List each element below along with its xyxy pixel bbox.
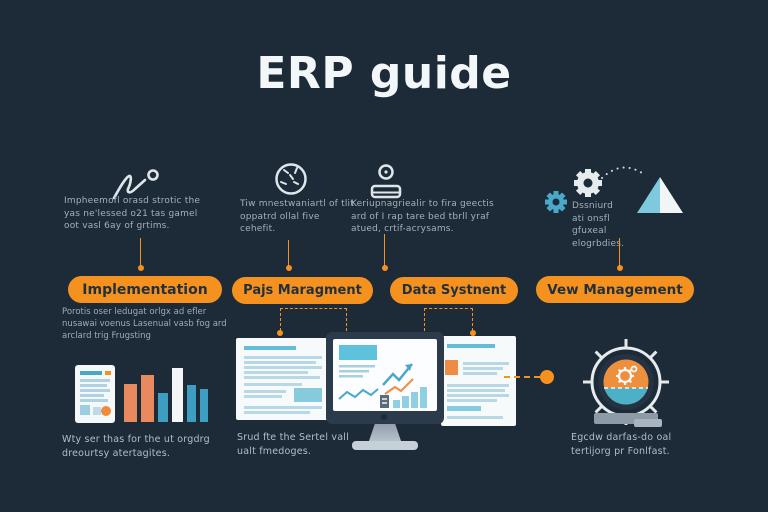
dashed-connector-line	[504, 376, 540, 378]
monitor-icon	[326, 332, 444, 424]
bar	[172, 368, 183, 422]
page-title: ERP guide	[256, 48, 512, 99]
dashboard-graphics	[338, 345, 427, 408]
gauge-base	[594, 413, 658, 424]
gauge-base-tab	[634, 419, 662, 427]
connector-line-3	[384, 234, 385, 266]
bracket-dot-2	[470, 330, 476, 336]
dashboard-screen	[333, 339, 437, 411]
step-description-3: Keriupnagriealir to fira geectis ard of …	[351, 199, 494, 235]
step-description-2: Tiw mnestwaniartl of tlit oppatrd ollal …	[240, 199, 354, 235]
document-panel-left	[236, 338, 332, 420]
connector-line-2	[288, 240, 289, 266]
bar	[124, 384, 137, 422]
gears-pyramid-icon	[545, 166, 683, 213]
left-caption: Wty ser thas for the ut orgdrg dreourtsy…	[62, 434, 210, 460]
stage-detail-text: Porotis oser ledugat orlgx ad efler nusa…	[62, 307, 227, 341]
connector-line-1	[140, 238, 141, 266]
step-description-1: Impheemofl orasd strotic the yas ne'less…	[64, 196, 201, 232]
connector-dot-3	[382, 265, 388, 271]
monitor-stand-neck	[369, 424, 401, 441]
bracket-dot-1	[277, 330, 283, 336]
monitor-stand-base	[352, 441, 418, 450]
stage-pill-vew-management: Vew Management	[536, 276, 694, 303]
dashed-bracket-2	[424, 308, 473, 331]
bar	[200, 389, 208, 422]
document-icon	[75, 365, 115, 423]
orange-dot-icon	[101, 406, 111, 416]
dashed-bracket-1	[280, 308, 347, 331]
orange-connector-dot	[540, 370, 554, 384]
bar	[187, 385, 196, 422]
connector-dot-4	[617, 265, 623, 271]
mini-bar-chart	[124, 368, 212, 422]
gauge-porthole-icon	[583, 339, 669, 425]
stage-pill-implementation: Implementation	[68, 276, 222, 303]
center-caption: Srud fte the Sertel vall ualt fmedoges.	[237, 432, 349, 458]
bar	[141, 375, 154, 422]
connector-line-4	[619, 238, 620, 266]
monitor-camera-dot	[381, 414, 387, 420]
globe-icon	[275, 163, 307, 195]
scribble-trend-icon	[112, 169, 159, 200]
document-panel-right	[441, 336, 516, 426]
step-description-4: Dssniurd ati onsfl gfuxeal elogrbdies.	[572, 201, 625, 249]
stage-pill-data-systnent: Data Systnent	[390, 277, 518, 304]
right-caption: Egcdw darfas-do oal tertijorg pr Fonlfas…	[571, 432, 672, 458]
stage-pill-pajs-maragment: Pajs Maragment	[232, 277, 373, 304]
connector-dot-1	[138, 265, 144, 271]
connector-dot-2	[286, 265, 292, 271]
user-icon	[370, 164, 402, 199]
bar	[158, 393, 168, 422]
